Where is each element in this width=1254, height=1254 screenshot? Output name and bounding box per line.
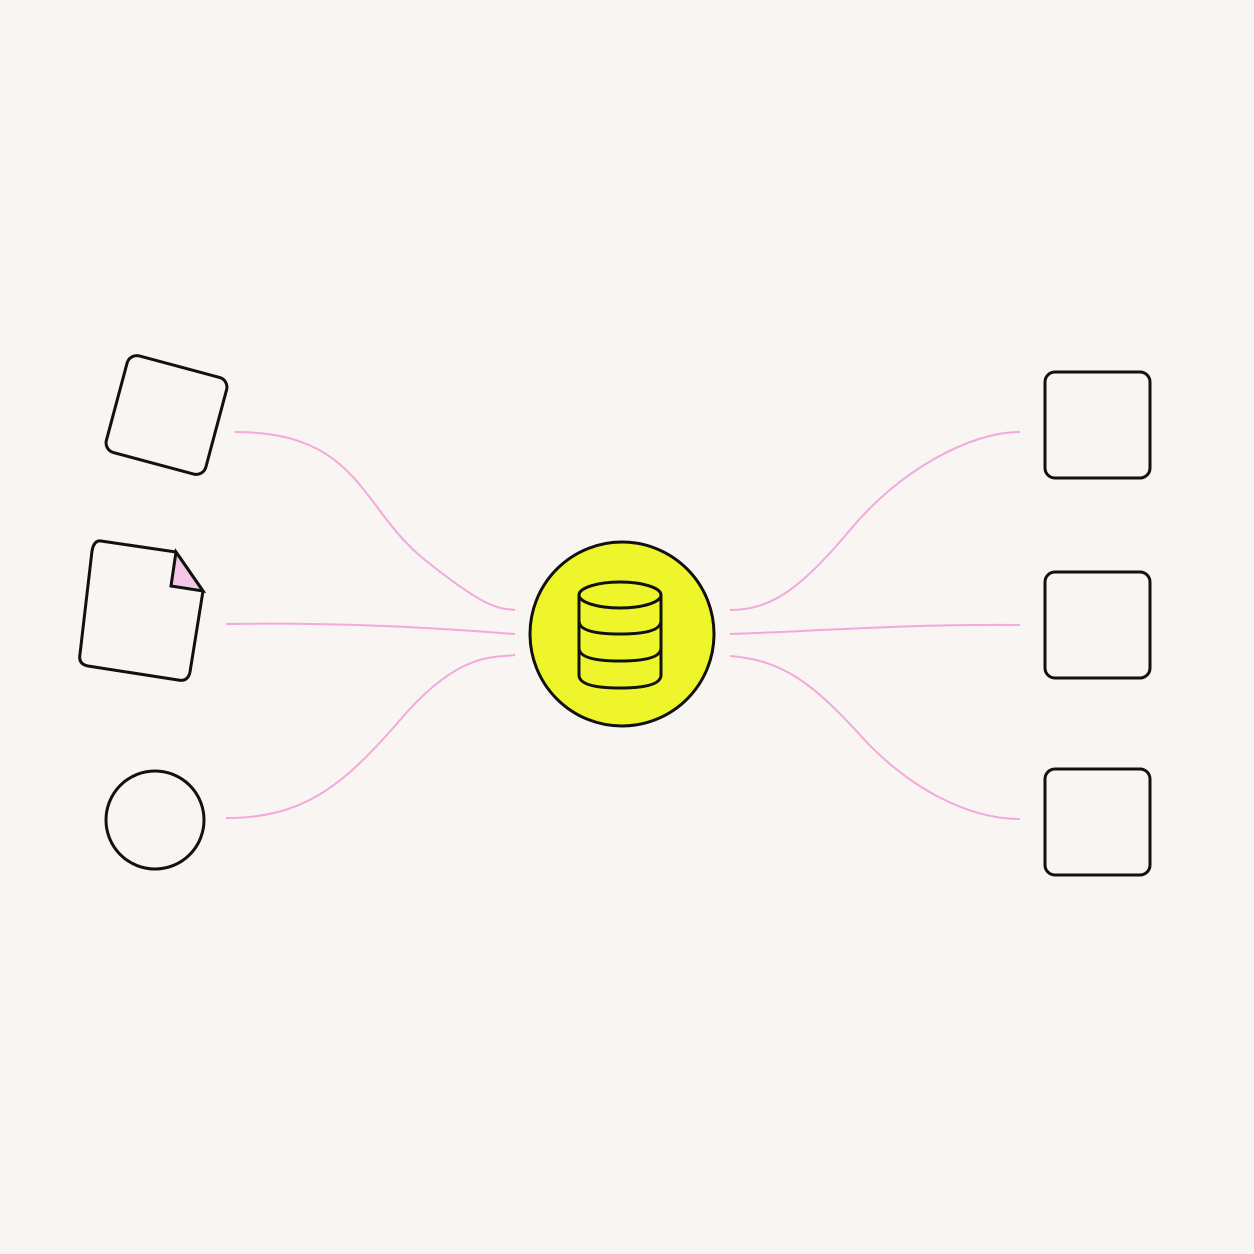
connector-output-3 <box>729 655 1021 820</box>
output-square-1 <box>1043 370 1152 480</box>
output-nodes <box>1043 370 1152 877</box>
tilted-square-node <box>104 354 229 476</box>
connector-output-1 <box>729 431 1021 611</box>
connector-input-1 <box>234 431 516 611</box>
output-square-2 <box>1043 570 1152 680</box>
connector-input-3 <box>225 654 516 819</box>
connectors <box>225 431 1021 820</box>
circle-node <box>104 769 206 871</box>
input-nodes <box>78 354 229 871</box>
database-icon <box>577 580 663 690</box>
database-hub <box>528 540 716 728</box>
folded-corner <box>169 548 207 594</box>
document-node <box>78 539 207 682</box>
output-square-3 <box>1043 767 1152 877</box>
connector-input-2 <box>225 622 516 635</box>
connector-output-2 <box>729 623 1021 635</box>
